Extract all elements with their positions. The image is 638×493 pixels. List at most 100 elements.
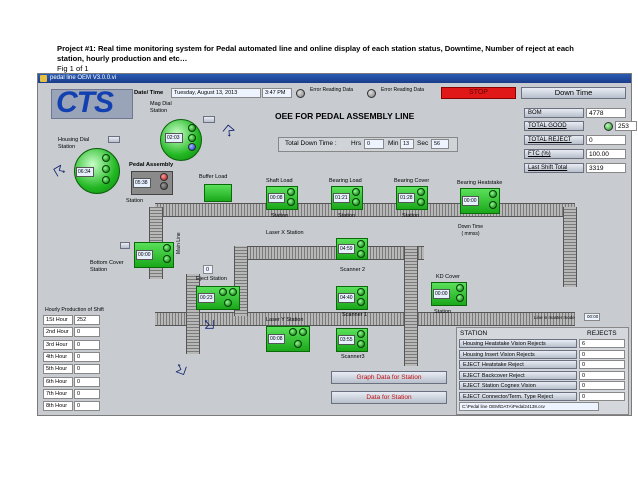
csv-path: C:\Pedal line OEM\DATA\Pedal24138.csv: [459, 402, 599, 411]
hourly-row-label: 7th Hour: [43, 388, 73, 399]
laser-y-time: 00:08: [268, 334, 285, 344]
housing-dial-button[interactable]: [108, 136, 120, 143]
logo-text: CTS: [56, 86, 114, 119]
reject-count: 6: [579, 339, 625, 348]
hourly-row-label: 4th Hour: [43, 351, 73, 362]
middle-conveyor: [236, 246, 424, 260]
hourly-row-value: 0: [74, 327, 100, 338]
housing-led-3-icon: [102, 176, 110, 184]
mag-robot-icon: ☈: [219, 122, 238, 140]
pedal-led-1-icon: [160, 173, 168, 181]
downtime-button[interactable]: Down Time: [521, 87, 626, 99]
kpi-total-reject-button[interactable]: TOTAL REJECT: [524, 135, 584, 145]
eject-led-3-icon: [224, 299, 232, 307]
graph-data-button[interactable]: Graph Data for Station: [331, 371, 447, 384]
error-reading-1-led-icon: [296, 89, 305, 98]
kpi-ftc-value: 100.00: [586, 149, 626, 159]
data-for-station-button[interactable]: Data for Station: [331, 391, 447, 404]
date-time-label: Date/ Time: [134, 90, 164, 96]
bottom-led-1-icon: [163, 244, 171, 252]
reject-station-button[interactable]: EJECT Heatstake Reject: [459, 360, 577, 369]
stop-button[interactable]: STOP: [441, 87, 516, 99]
buffer-load-label: Buffer Load: [199, 174, 228, 180]
shaft-load-time: 00:08: [268, 193, 285, 203]
laser-x-time: 04:59: [338, 244, 355, 254]
bearing-heatstake-time: 00:00: [462, 196, 479, 206]
bearing-station-label: Station: [338, 213, 356, 219]
cover-station-label: Station: [402, 213, 420, 219]
bearing-load-label: Bearing Load: [329, 178, 362, 184]
bearing-cover-label: Bearing Cover: [394, 178, 430, 184]
reject-station-button[interactable]: EJECT Backcover Reject: [459, 370, 577, 380]
cover-led-2-icon: [417, 198, 425, 206]
shaft-load-label: Shaft Load: [266, 178, 293, 184]
lower-conveyor: [155, 312, 575, 326]
heatstake-led-1-icon: [489, 190, 497, 198]
mid-right-conveyor: [404, 246, 418, 366]
eject-led-2-icon: [229, 288, 237, 296]
window-title: pedal line OEM V3.0.0.vi: [50, 75, 117, 81]
eject-led-1-icon: [219, 288, 227, 296]
reject-station-button[interactable]: Housing Insert Vision Rejects: [459, 349, 577, 359]
scanner-1-label: Scanner 1: [342, 312, 368, 318]
mag-led-1-icon: [188, 124, 196, 132]
time-display: 3:47 PM: [262, 88, 292, 98]
reject-station-button[interactable]: EJECT Connector/Term. Type Reject: [459, 391, 577, 401]
kpi-total-good-button[interactable]: TOTAL GOOD: [524, 121, 584, 131]
main-line-label: Main Line: [176, 232, 182, 254]
bearing-led-1-icon: [352, 188, 360, 196]
eject-robot-icon: ☈: [204, 317, 215, 331]
lasery-led-1-icon: [289, 328, 297, 336]
reject-count: 0: [579, 391, 625, 401]
eject-time: 00:23: [198, 293, 215, 303]
hourly-row-label: 1St Hour: [43, 315, 73, 325]
pedal-station-label: Station: [126, 198, 144, 204]
cts-logo: CTS: [51, 86, 133, 119]
reject-station-button[interactable]: Housing Heatstake Vision Rejects: [459, 339, 577, 348]
total-downtime-label: Total Down Time :: [285, 140, 337, 147]
mag-dial-button[interactable]: [203, 116, 215, 123]
kpi-last-shift-button[interactable]: Last Shift Total: [524, 163, 584, 173]
housing-dial-label: Housing Dial Station: [58, 137, 90, 150]
bearing-cover-time: 01:28: [398, 193, 415, 203]
hourly-row-label: 6th Hour: [43, 376, 73, 387]
upper-conveyor: [155, 203, 575, 217]
right-conveyor: [563, 207, 577, 287]
rejects-station-header: STATION: [460, 330, 488, 337]
housing-robot-icon: ☈: [51, 162, 68, 180]
kpi-total-good-value: 253: [615, 121, 637, 131]
hourly-row-label: 2nd Hour: [43, 327, 73, 338]
bottom-cover-label: Bottom Cover Station: [90, 260, 124, 273]
kd-led-1-icon: [456, 284, 464, 292]
kd-led-2-icon: [456, 294, 464, 302]
down-time-note: Down Time ( mmss): [458, 224, 484, 237]
kd-cover-time: 00:00: [433, 289, 450, 299]
hrs-value: 0: [364, 139, 384, 149]
reject-count: 0: [579, 370, 625, 380]
lasery-led-3-icon: [294, 340, 302, 348]
mag-dial-label: Mag Dial Station: [150, 101, 172, 114]
bottom-cover-button[interactable]: [120, 242, 130, 249]
mag-led-3-icon: [188, 143, 196, 151]
hourly-title: Hourly Production of Shift: [45, 307, 104, 313]
laserx-led-1-icon: [357, 240, 365, 248]
lasery-led-2-icon: [299, 328, 307, 336]
bearing-led-2-icon: [352, 198, 360, 206]
pedal-assembly-time: 05:38: [133, 178, 151, 188]
min-value: 13: [400, 139, 414, 149]
kpi-bom-button[interactable]: BOM: [524, 108, 584, 118]
kpi-ftc-button[interactable]: FTC (%): [524, 149, 584, 159]
laserx-led-2-icon: [357, 250, 365, 258]
reject-count: 0: [579, 360, 625, 369]
housing-led-1-icon: [102, 154, 110, 162]
rejects-count-header: REJECTS: [587, 330, 617, 337]
shaft-led-1-icon: [287, 188, 295, 196]
reject-station-button[interactable]: EJECT Station Cognex Vision: [459, 381, 577, 390]
master-mode-value: 00:00: [584, 313, 600, 321]
